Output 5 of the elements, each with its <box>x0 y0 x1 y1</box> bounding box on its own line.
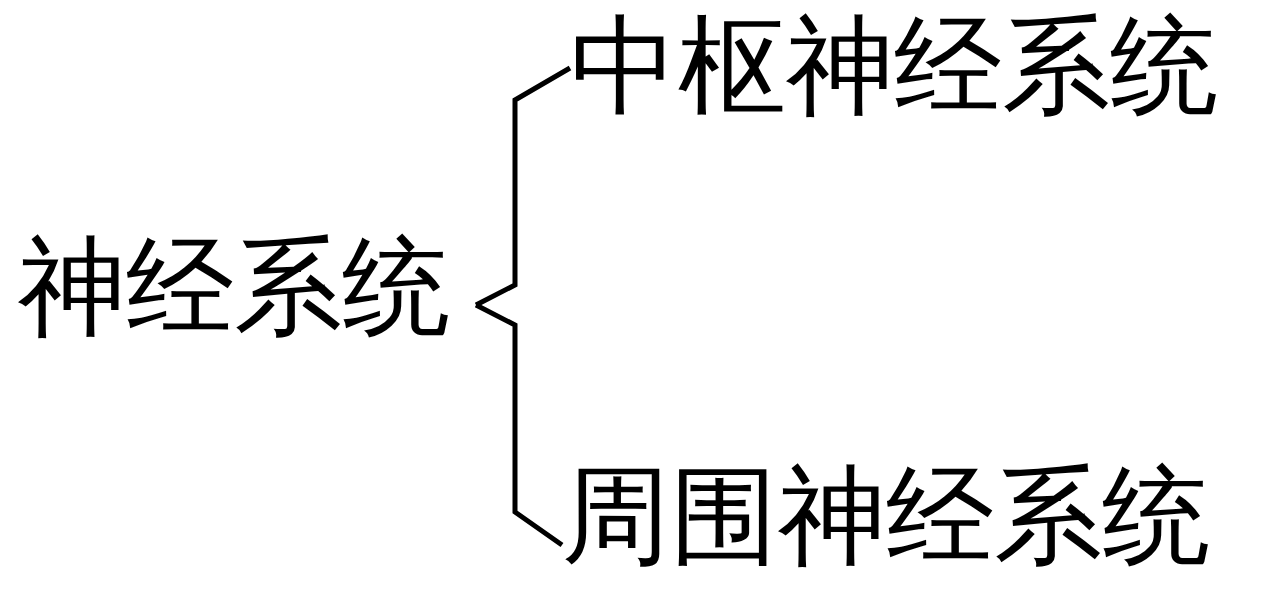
bracket-line <box>474 302 564 548</box>
term-text: 神经系统 <box>18 233 474 343</box>
term-text: 中枢神经系统 <box>570 12 1250 122</box>
term-text: 周围神经系统 <box>562 462 1242 572</box>
bracket-line <box>474 65 572 308</box>
